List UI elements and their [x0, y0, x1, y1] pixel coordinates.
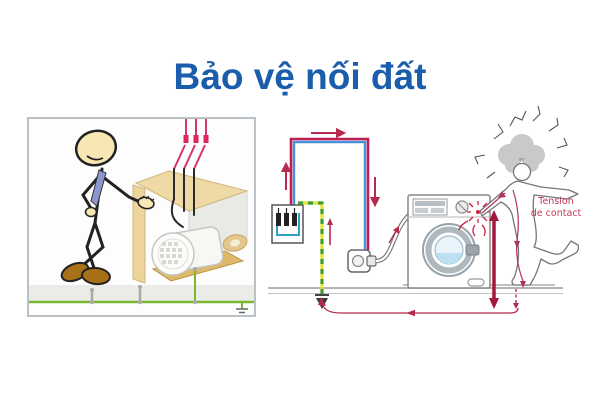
figure-shoe-right: [81, 266, 111, 286]
person-hair: [498, 134, 545, 173]
earth-current-arrow: [327, 218, 333, 245]
figure-hand-hip: [84, 206, 98, 218]
current-arrow-top: [336, 127, 347, 139]
page-title: Bảo vệ nối đất: [173, 56, 427, 97]
breaker-panel-icon: [271, 204, 304, 244]
current-arrow-left: [280, 161, 292, 172]
live-neutral-loop: [289, 137, 370, 250]
door-water: [435, 253, 463, 265]
machine-knob-icon: [455, 200, 469, 214]
contact-voltage-diagram: Tension de contact: [268, 105, 582, 317]
return-current-path: [318, 289, 519, 317]
touch-voltage-arrow: [489, 210, 499, 309]
power-cable: [375, 213, 411, 264]
earth-wire: [298, 201, 324, 295]
plug-icon: [366, 255, 377, 267]
current-arrow-right: [369, 197, 381, 208]
person-head: [512, 162, 532, 182]
figure-tie: [90, 169, 107, 207]
enclosure-left-panel: [132, 184, 146, 284]
contact-voltage-label-line1: Tension: [537, 196, 573, 207]
cable-current-arrow: [388, 226, 399, 244]
left-illustration-frame: [27, 117, 256, 317]
contact-voltage-label: Tension de contact: [531, 196, 582, 219]
neutral-wire: [292, 140, 367, 250]
motor-icon: [151, 226, 224, 276]
current-arrows: [280, 127, 381, 208]
figure-arm-on-hip: [81, 172, 103, 212]
shock-lines: [474, 105, 569, 179]
floor-area: [29, 285, 254, 302]
foot-current-arrow: [513, 303, 519, 309]
contact-voltage-label-line2: de contact: [531, 208, 582, 219]
figure-head: [74, 129, 118, 167]
figure-smile: [86, 155, 104, 161]
machine-display: [412, 198, 448, 216]
machine-door-icon: [422, 223, 480, 277]
earth-ground-icon: [236, 302, 248, 314]
washing-machine-icon: [407, 194, 491, 289]
live-wires: [173, 119, 207, 170]
machine-filter-hatch: [467, 278, 485, 287]
live-wire: [289, 137, 370, 250]
motor-grille: [160, 242, 182, 264]
socket-icon: [347, 249, 377, 273]
cable-tails: [170, 168, 195, 228]
shocked-person: [474, 105, 580, 288]
earth-network: [29, 267, 254, 314]
earthed-motor-illustration: [29, 119, 254, 314]
wire-connectors: [183, 135, 209, 143]
enclosure-lid: [134, 170, 249, 212]
stick-figure: [60, 129, 155, 286]
figure-leg-front: [77, 221, 105, 271]
figure-leg-back: [85, 221, 97, 273]
door-handle: [465, 244, 480, 256]
